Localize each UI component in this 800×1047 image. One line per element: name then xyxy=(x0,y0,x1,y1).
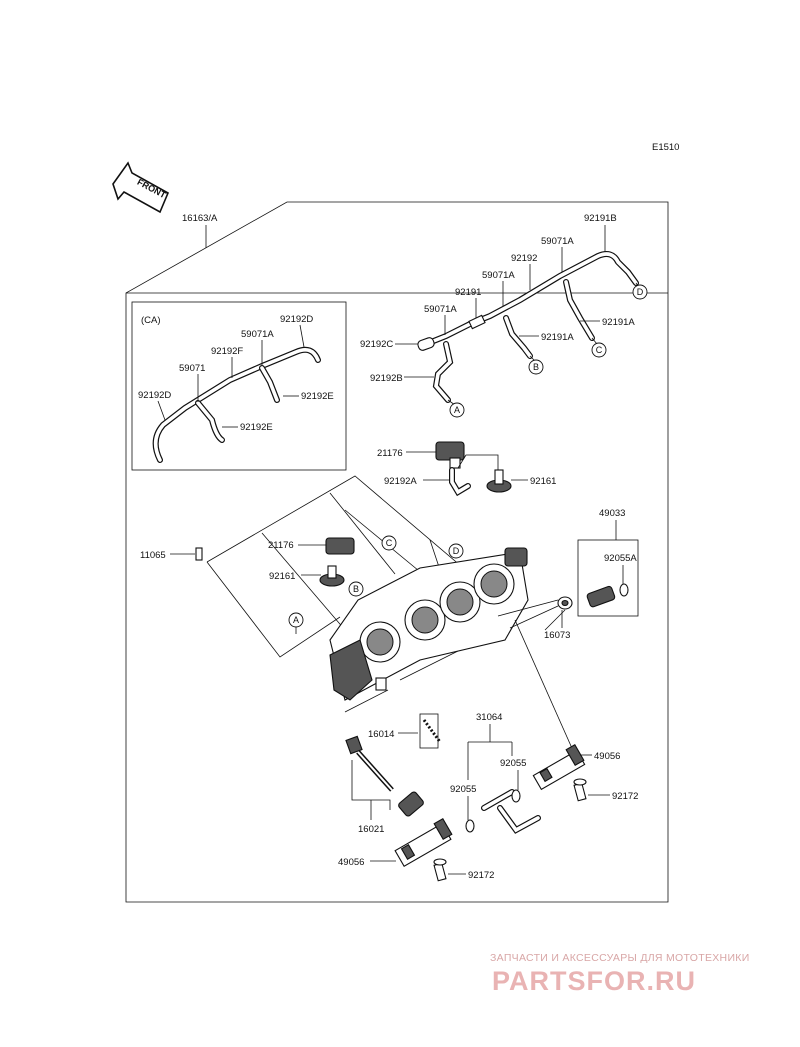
inset-49033 xyxy=(577,539,639,617)
part-92172-right xyxy=(573,778,587,802)
callout-92191a-mid: 92191A xyxy=(541,332,574,343)
part-49056-right xyxy=(532,743,586,791)
callout-92055-left: 92055 xyxy=(450,784,476,795)
part-92172-left xyxy=(433,858,447,882)
ca-callout-59071: 59071 xyxy=(179,363,205,374)
part-49033 xyxy=(586,583,629,608)
mid-pressure-sensor xyxy=(319,537,355,587)
callout-92191a-right: 92191A xyxy=(602,317,635,328)
connector-d-lower xyxy=(448,543,464,559)
connector-d-upper xyxy=(632,284,648,300)
diagram-code: E1510 xyxy=(652,142,679,153)
connector-c-lower-label: C xyxy=(386,538,393,548)
callout-92161-top: 92161 xyxy=(530,476,556,487)
part-16014 xyxy=(419,713,442,749)
ca-inset: (CA) 92192D 59071A 92192F 59071 92192D 9… xyxy=(131,301,347,471)
part-49056-left xyxy=(394,817,453,868)
ca-callout-92192f: 92192F xyxy=(211,346,243,357)
connector-c-upper xyxy=(591,342,607,358)
ca-callout-92192e-right: 92192E xyxy=(301,391,334,402)
watermark-tagline: ЗАПЧАСТИ И АКСЕССУАРЫ ДЛЯ МОТОТЕХНИКИ xyxy=(490,952,750,964)
callout-92172-right: 92172 xyxy=(612,791,638,802)
connector-b-lower-label: B xyxy=(353,584,359,594)
vacuum-hose-assembly xyxy=(417,251,639,403)
upper-pressure-sensor xyxy=(435,441,512,497)
callout-16021: 16021 xyxy=(358,824,384,835)
connector-c-upper-label: C xyxy=(596,345,603,355)
connector-a-upper xyxy=(449,402,465,418)
callout-92055-right: 92055 xyxy=(500,758,526,769)
connector-a-lower xyxy=(288,612,304,628)
callout-92192a: 92192A xyxy=(384,476,417,487)
connector-d-lower-label: D xyxy=(453,546,460,556)
part-11065 xyxy=(195,547,203,561)
callout-16014: 16014 xyxy=(368,729,394,740)
throttle-body-assembly xyxy=(329,547,529,701)
callout-49033: 49033 xyxy=(599,508,625,519)
part-16073 xyxy=(557,596,573,610)
ca-callout-59071a: 59071A xyxy=(241,329,274,340)
connector-c-lower xyxy=(381,535,397,551)
front-arrow-icon: FRONT xyxy=(112,161,170,214)
assembly-frame xyxy=(125,201,669,903)
ca-label: (CA) xyxy=(141,315,161,326)
ca-callout-92192d-top: 92192D xyxy=(280,314,313,325)
connector-b-upper xyxy=(528,359,544,375)
ca-callout-92192e-bottom: 92192E xyxy=(240,422,273,433)
callout-16073: 16073 xyxy=(544,630,570,641)
callout-21176-mid: 21176 xyxy=(268,540,294,551)
callout-92192: 92192 xyxy=(511,253,537,264)
callout-11065: 11065 xyxy=(140,550,166,561)
connector-b-upper-label: B xyxy=(533,362,539,372)
ca-callout-92192d-left: 92192D xyxy=(138,390,171,401)
callout-16163-a: 16163/A xyxy=(182,213,218,224)
callout-92191b: 92191B xyxy=(584,213,617,224)
connector-a-upper-label: A xyxy=(454,405,460,415)
callout-59071a-top: 59071A xyxy=(541,236,574,247)
throttle-body-leaders xyxy=(206,475,481,713)
callout-92192c: 92192C xyxy=(360,339,393,350)
callout-31064: 31064 xyxy=(476,712,502,723)
connector-b-lower xyxy=(348,581,364,597)
connector-a-lower-label: A xyxy=(293,615,299,625)
callout-92055a: 92055A xyxy=(604,553,637,564)
callout-49056-left: 49056 xyxy=(338,857,364,868)
callout-49056-right: 49056 xyxy=(594,751,620,762)
callout-92191: 92191 xyxy=(455,287,481,298)
part-31064 xyxy=(465,789,541,834)
callout-92172-left: 92172 xyxy=(468,870,494,881)
callout-92161-mid: 92161 xyxy=(269,571,295,582)
connector-d-upper-label: D xyxy=(637,287,644,297)
callout-59071a-low: 59071A xyxy=(424,304,457,315)
callout-59071a-mid: 59071A xyxy=(482,270,515,281)
part-16021 xyxy=(345,735,424,817)
callout-21176-top: 21176 xyxy=(377,448,403,459)
watermark-logo: PARTSFOR.RU xyxy=(492,966,696,996)
callout-92192b: 92192B xyxy=(370,373,403,384)
